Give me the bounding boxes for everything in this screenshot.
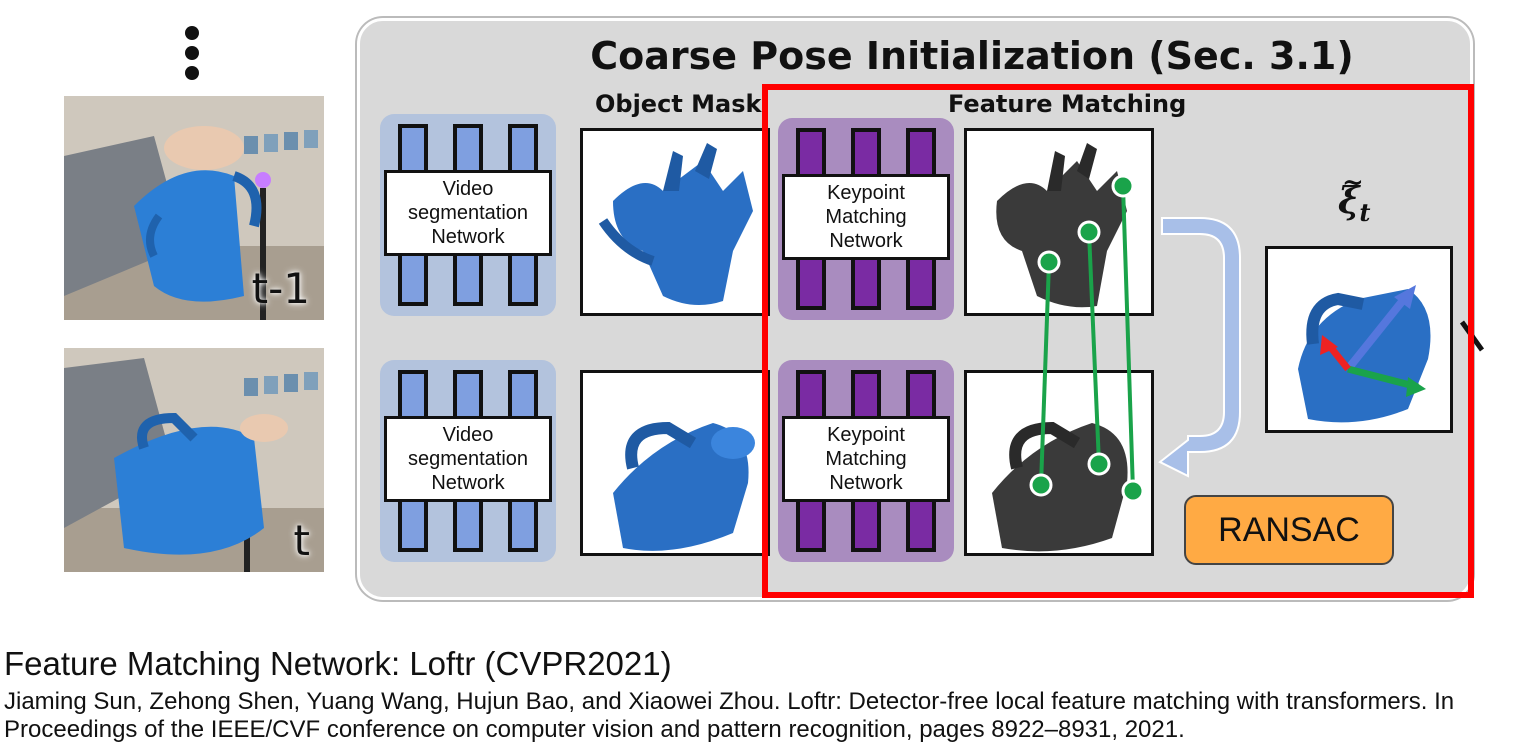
label-line: Network	[829, 230, 903, 252]
keypoint	[1077, 220, 1101, 244]
pose-symbol: ξt	[1338, 180, 1370, 227]
network-block	[453, 492, 483, 552]
grayscale-mask	[996, 143, 1127, 308]
caption-title: Feature Matching Network: Loftr (CVPR202…	[4, 645, 672, 682]
pose-output-image	[1265, 246, 1453, 433]
input-frame-current: t	[64, 348, 324, 572]
keypoint	[1111, 174, 1135, 198]
keypoint	[1029, 473, 1053, 497]
pose-visualization	[1298, 285, 1431, 423]
mask-image	[613, 421, 755, 551]
ransac-box: RANSAC	[1184, 495, 1394, 565]
label-line: Matching	[825, 448, 907, 470]
curved-arrow-icon	[1158, 217, 1241, 478]
object-mask-top	[580, 128, 770, 316]
keypoint	[1087, 452, 1111, 476]
segmentation-network-bottom: Video segmentation Network	[380, 360, 556, 562]
label-line: Matching	[825, 206, 907, 228]
label-line: Keypoint	[827, 182, 905, 204]
panel-title: Coarse Pose Initialization (Sec. 3.1)	[590, 34, 1354, 78]
keypoint	[1121, 479, 1145, 503]
network-block	[508, 492, 538, 552]
label-line: Network	[431, 472, 505, 494]
network-block	[508, 246, 538, 306]
ellipsis-dot	[185, 46, 199, 60]
frame-label-previous: t-1	[251, 264, 310, 313]
feature-image-top	[964, 128, 1154, 316]
object-mask-label: Object Mask	[595, 90, 762, 118]
mask-image	[598, 143, 753, 305]
keypoint	[1037, 250, 1061, 274]
network-label: Video segmentation Network	[384, 170, 552, 256]
label-line: Keypoint	[827, 424, 905, 446]
label-line: Video	[442, 178, 494, 200]
matching-network-bottom: Keypoint Matching Network	[778, 360, 954, 562]
network-label: Keypoint Matching Network	[782, 416, 950, 502]
pose-symbol-letter: ξ	[1338, 180, 1360, 222]
object-mask-bottom	[580, 370, 770, 556]
frame-label-current: t	[293, 516, 310, 565]
feature-matching-highlight	[762, 84, 1474, 598]
tilde-icon: ~	[1342, 168, 1364, 198]
label-line: Video	[442, 424, 494, 446]
network-label: Keypoint Matching Network	[782, 174, 950, 260]
caption-reference: Jiaming Sun, Zehong Shen, Yuang Wang, Hu…	[4, 688, 1455, 743]
label-line: segmentation	[407, 202, 529, 224]
match-line	[1087, 231, 1101, 465]
input-frame-previous: t-1	[64, 96, 324, 320]
label-line: Network	[829, 472, 903, 494]
match-line	[1121, 185, 1135, 492]
ellipsis-dot	[185, 66, 199, 80]
label-line: segmentation	[407, 448, 529, 470]
feature-matching-label: Feature Matching	[948, 90, 1187, 118]
match-line	[1039, 261, 1051, 486]
pose-symbol-subscript: t	[1359, 198, 1371, 228]
ellipsis-dot	[185, 26, 199, 40]
axis-green	[1347, 365, 1419, 391]
frame-photo	[64, 348, 324, 572]
frame-photo	[64, 96, 324, 320]
network-block	[906, 250, 936, 310]
segmentation-network-top: Video segmentation Network	[380, 114, 556, 316]
axis-blue	[1344, 291, 1412, 372]
label-line: Network	[431, 226, 505, 248]
network-block	[398, 246, 428, 306]
matching-network-top: Keypoint Matching Network	[778, 118, 954, 320]
network-block	[851, 250, 881, 310]
network-label: Video segmentation Network	[384, 416, 552, 502]
